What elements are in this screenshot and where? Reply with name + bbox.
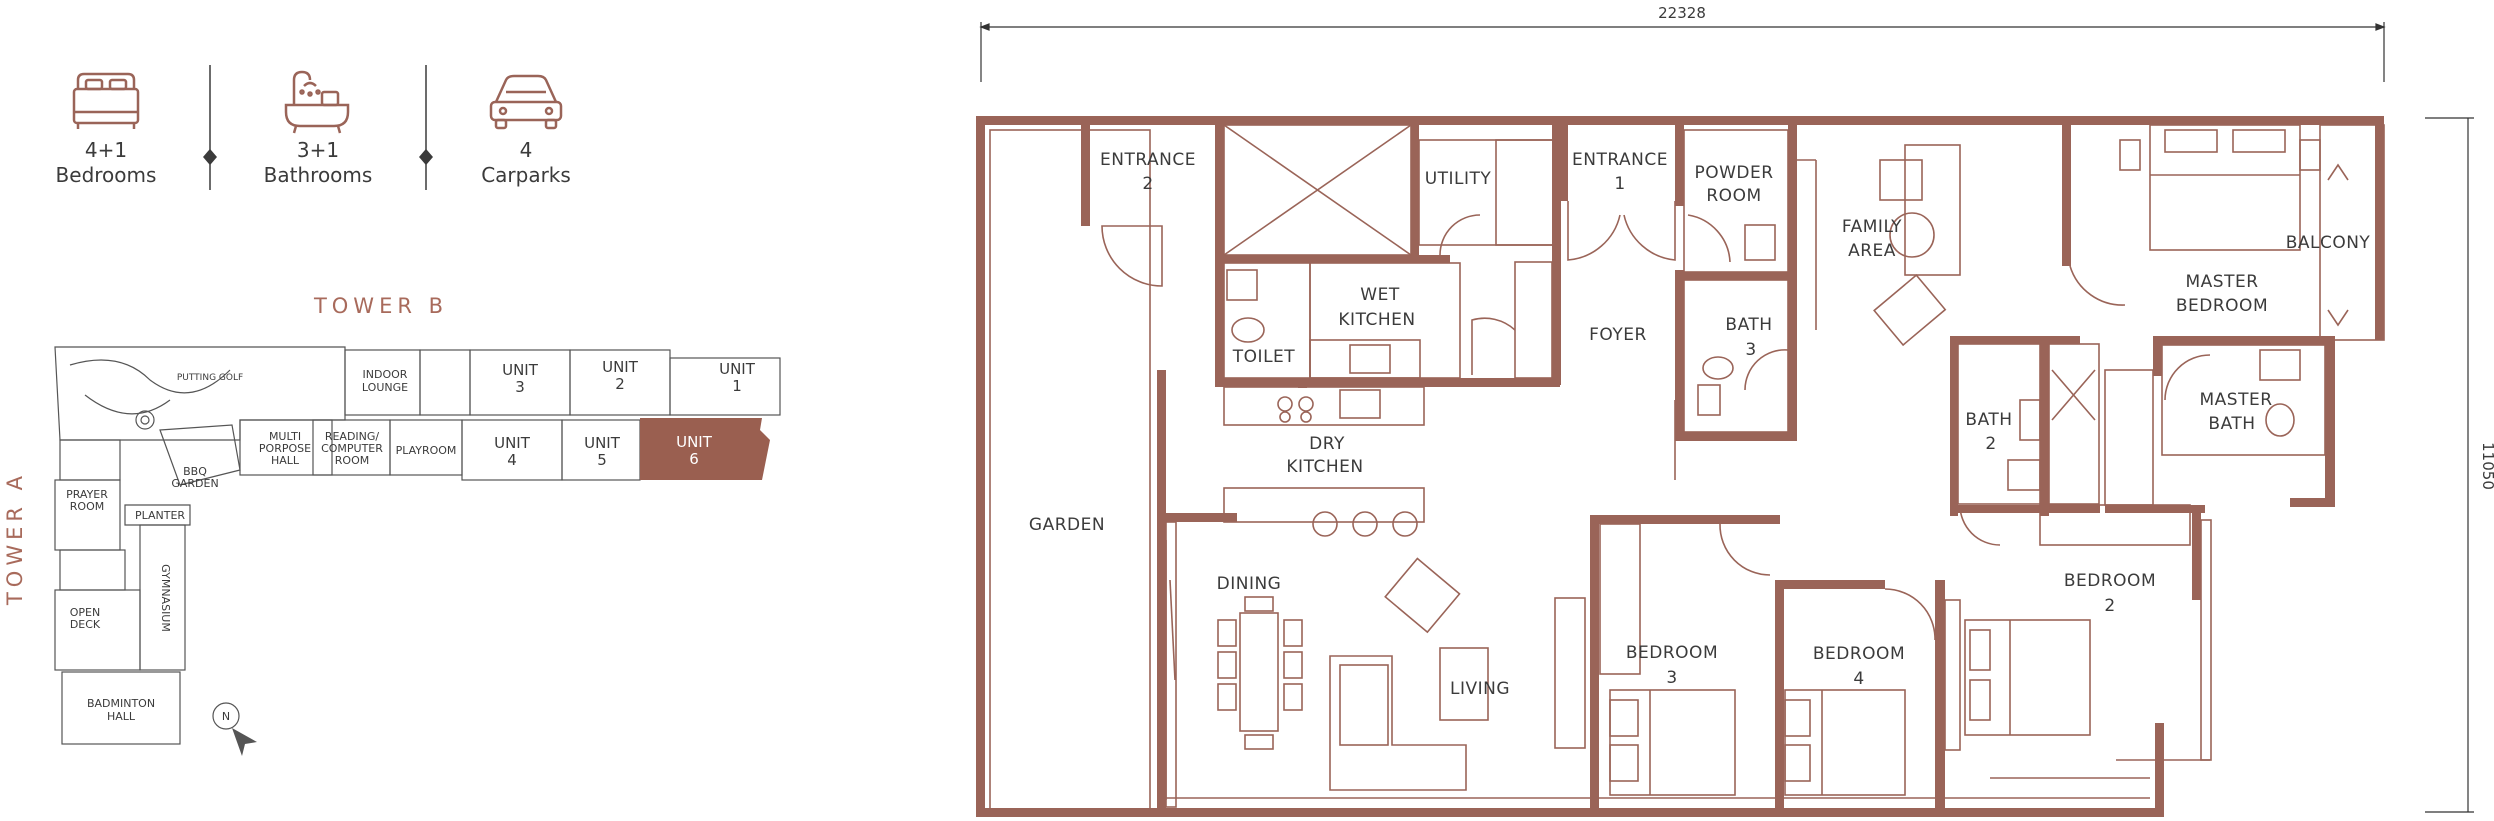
divider-1: [203, 65, 217, 190]
kp-playroom: PLAYROOM: [396, 444, 457, 457]
room-garden: GARDEN: [1029, 515, 1105, 535]
key-plan: TOWER B TOWER A: [3, 294, 781, 756]
room-dry-kitchen-b: KITCHEN: [1286, 457, 1363, 477]
room-entrance-2-a: ENTRANCE: [1100, 150, 1196, 170]
kp-planter: PLANTER: [135, 509, 185, 522]
room-master-bath-a: MASTER: [2199, 390, 2272, 410]
kp-indoor-1: INDOOR: [363, 368, 408, 381]
room-bedroom-4-a: BEDROOM: [1813, 644, 1905, 664]
tower-b-label: TOWER B: [313, 294, 448, 318]
room-bedroom-3-b: 3: [1666, 668, 1677, 688]
feature-carparks: 4 Carparks: [481, 74, 571, 187]
feature-bathrooms: 3+1 Bathrooms: [264, 70, 373, 187]
room-utility: UTILITY: [1425, 169, 1492, 189]
kp-putting-golf: PUTTING GOLF: [177, 373, 243, 383]
kp-prayer-b: ROOM: [70, 500, 104, 513]
carparks-count: 4: [520, 138, 533, 162]
room-living: LIVING: [1450, 679, 1510, 699]
room-bedroom-3-a: BEDROOM: [1626, 643, 1718, 663]
room-powder-a: POWDER: [1694, 163, 1773, 183]
room-master-bedroom-b: BEDROOM: [2176, 296, 2268, 316]
feature-bedrooms: 4+1 Bedrooms: [56, 72, 157, 187]
bed-icon: [72, 72, 140, 129]
room-entrance-1-a: ENTRANCE: [1572, 150, 1668, 170]
bathrooms-label: Bathrooms: [264, 163, 373, 187]
dimension-width: [979, 22, 2386, 82]
room-balcony: BALCONY: [2286, 233, 2371, 253]
dimension-depth-value: 11050: [2479, 442, 2494, 490]
north-label: N: [222, 710, 230, 723]
kp-unit1-a: UNIT: [719, 360, 756, 378]
kp-unit2-a: UNIT: [602, 358, 639, 376]
key-plan-outline: [54, 346, 781, 745]
room-wet-kitchen-a: WET: [1360, 285, 1400, 305]
room-wet-kitchen-b: KITCHEN: [1338, 310, 1415, 330]
kp-unit3-a: UNIT: [502, 361, 539, 379]
room-dry-kitchen-a: DRY: [1309, 434, 1345, 454]
kp-open-deck-a: OPEN: [70, 606, 100, 619]
room-bedroom-2-b: 2: [2104, 596, 2115, 616]
kp-unit4-b: 4: [507, 451, 517, 469]
bedrooms-label: Bedrooms: [56, 163, 157, 187]
room-bedroom-4-b: 4: [1853, 669, 1864, 689]
carparks-label: Carparks: [481, 163, 571, 187]
kp-reading-a: READING/: [325, 430, 380, 443]
kp-unit2-b: 2: [615, 375, 625, 393]
kp-multi-b: PORPOSE: [259, 442, 311, 455]
key-plan-unit-6-highlight: [640, 418, 770, 480]
dimension-width-value: 22328: [1658, 4, 1706, 22]
room-bath-2-a: BATH: [1965, 410, 2012, 430]
kp-reading-b: COMPUTER: [321, 442, 383, 455]
kp-prayer-a: PRAYER: [66, 488, 108, 501]
room-bath-3-a: BATH: [1725, 315, 1772, 335]
room-family-b: AREA: [1848, 241, 1896, 261]
car-icon: [489, 74, 563, 130]
room-powder-b: ROOM: [1706, 186, 1761, 206]
divider-2: [419, 65, 433, 190]
room-master-bath-b: BATH: [2208, 414, 2255, 434]
kp-multi-a: MULTI: [269, 430, 301, 443]
kp-reading-c: ROOM: [335, 454, 369, 467]
room-entrance-1-b: 1: [1614, 174, 1625, 194]
walls-thin: [989, 124, 2385, 811]
kp-unit1-b: 1: [732, 377, 742, 395]
room-bath-2-b: 2: [1985, 434, 1996, 454]
room-foyer: FOYER: [1589, 325, 1647, 345]
kp-unit6-a: UNIT: [676, 433, 713, 451]
kp-badminton-b: HALL: [107, 710, 136, 723]
kp-unit5-b: 5: [597, 451, 607, 469]
room-bath-3-b: 3: [1745, 340, 1756, 360]
bathtub-icon: [284, 70, 350, 134]
bathrooms-count: 3+1: [297, 138, 339, 162]
kp-unit5-a: UNIT: [584, 434, 621, 452]
kp-open-deck-b: DECK: [70, 618, 101, 631]
room-bedroom-2-a: BEDROOM: [2064, 571, 2156, 591]
room-family-a: FAMILY: [1842, 217, 1902, 237]
room-labels: ENTRANCE 2 UTILITY ENTRANCE 1 POWDER ROO…: [1029, 150, 2371, 699]
kp-gymnasium: GYMNASIUM: [159, 564, 172, 632]
room-toilet: TOILET: [1232, 347, 1295, 367]
room-dining: DINING: [1217, 574, 1282, 594]
kp-unit3-b: 3: [515, 378, 525, 396]
kp-multi-c: HALL: [271, 454, 300, 467]
tower-a-label: TOWER A: [3, 471, 27, 606]
kp-unit4-a: UNIT: [494, 434, 531, 452]
walls-thick: [976, 116, 2384, 817]
kp-bbq-b: GARDEN: [171, 477, 218, 490]
dimension-depth: [2425, 117, 2474, 813]
bedrooms-count: 4+1: [85, 138, 127, 162]
kp-badminton-a: BADMINTON: [87, 697, 155, 710]
room-entrance-2-b: 2: [1142, 174, 1153, 194]
north-arrow: N: [212, 702, 257, 756]
kp-indoor-2: LOUNGE: [362, 381, 408, 394]
kp-unit6-b: 6: [689, 450, 699, 468]
room-master-bedroom-a: MASTER: [2185, 272, 2258, 292]
kp-bbq-a: BBQ: [183, 465, 207, 478]
